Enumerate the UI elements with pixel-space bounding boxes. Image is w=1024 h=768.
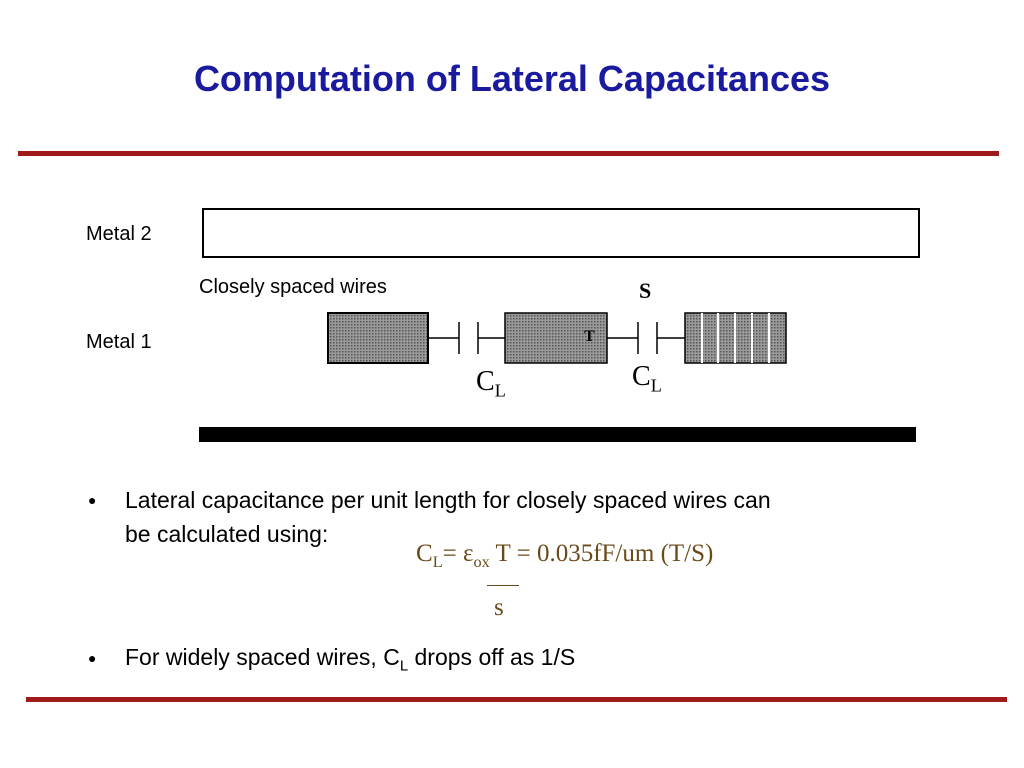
fraction-bar [487,585,519,586]
bullet-dot: ● [88,650,97,666]
closely-spaced-label: Closely spaced wires [199,276,387,298]
bottom-divider [26,697,1007,702]
bullet-text-2: For widely spaced wires, CL drops off as… [125,644,576,675]
thickness-label: T [584,328,595,345]
metal1-wire-left [327,312,429,364]
top-divider [18,151,999,156]
page-title: Computation of Lateral Capacitances [193,58,831,99]
cap-label-left: CL [476,366,506,401]
bullet-text-1: Lateral capacitance per unit length for … [125,487,771,547]
capacitance-formula: CL= εox T = 0.035fF/um (T/S) [416,540,714,571]
metal2-label: Metal 2 [86,223,152,245]
capacitor-symbol-left [428,322,505,354]
bullet-dot: ● [88,492,97,508]
metal2-plate [202,208,920,258]
formula-denominator: s [494,594,504,621]
capacitor-symbol-right [607,322,685,354]
spacing-label: S [639,278,652,303]
ground-plane [199,427,916,442]
cap-label-right: CL [632,361,662,396]
metal1-label: Metal 1 [86,331,152,353]
